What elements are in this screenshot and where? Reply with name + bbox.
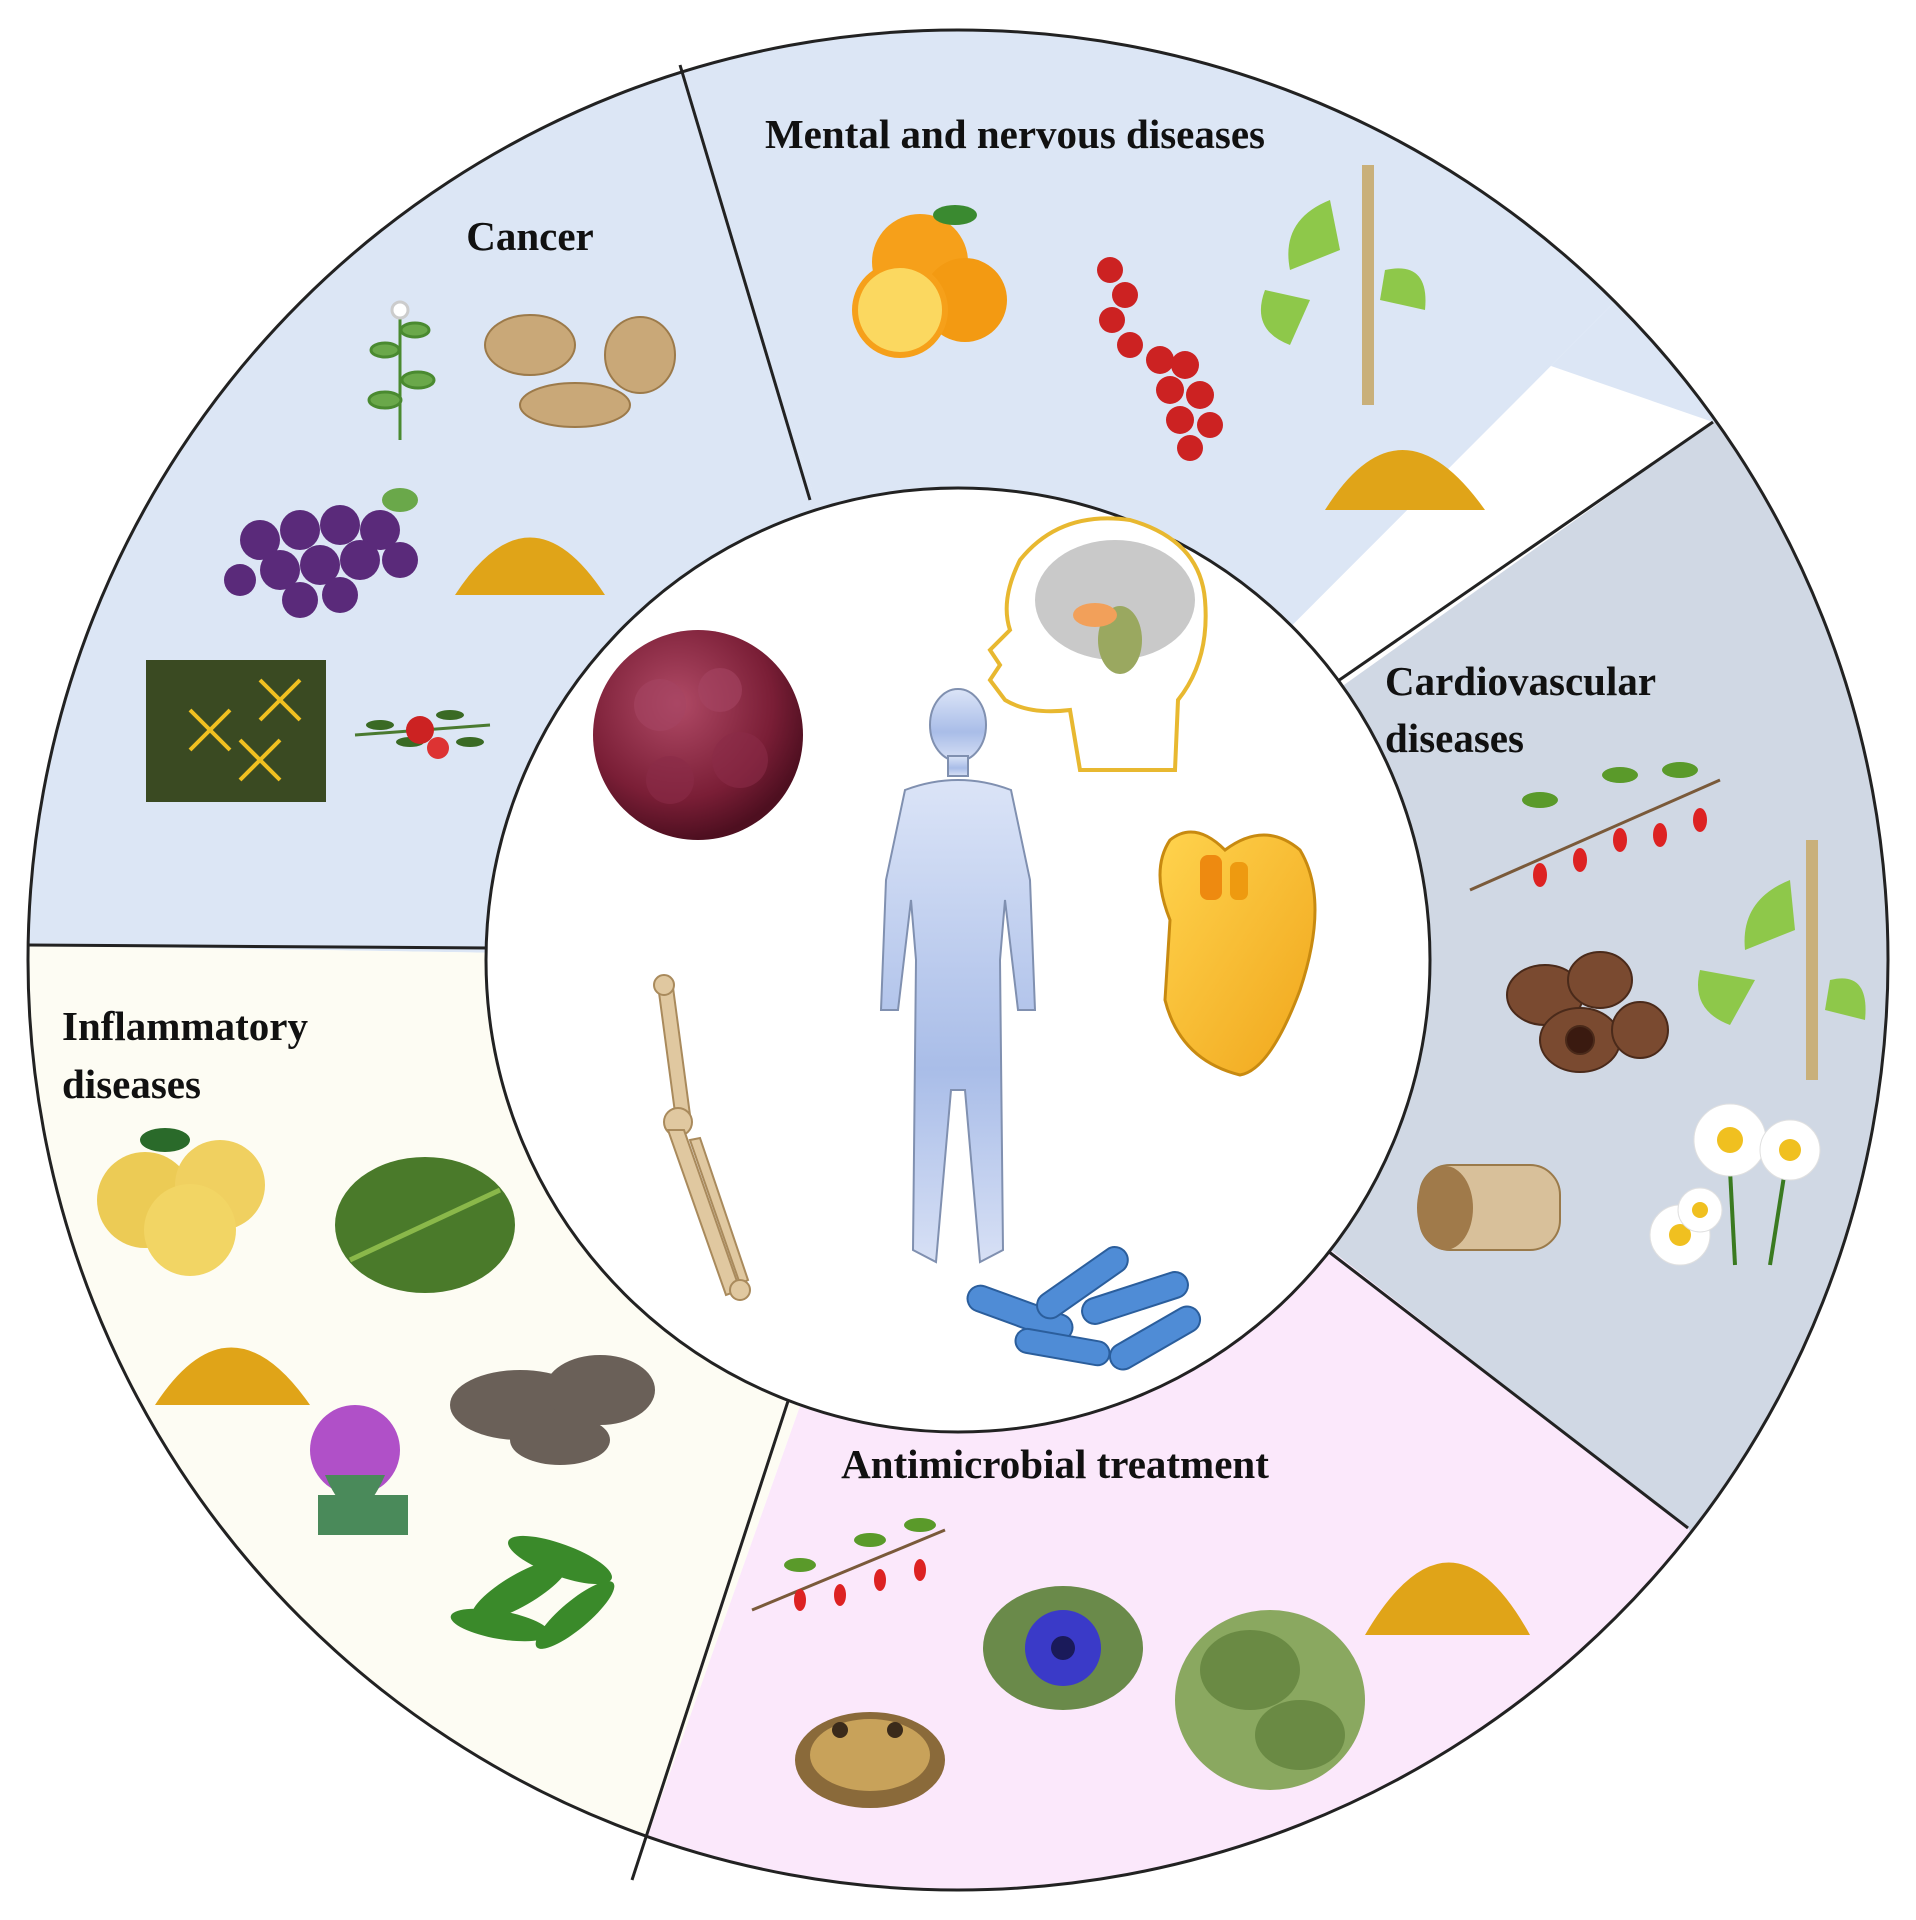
label-cardiovascular-line2: diseases [1385,715,1524,761]
cancer-images [146,300,676,802]
goji-berry-branch-icon [751,1518,946,1612]
turmeric-powder-icon [1365,1562,1530,1635]
heart-icon [1158,830,1317,1077]
yellow-flower-photo-icon [146,660,326,802]
milk-thistle-icon [310,1405,408,1535]
horned-frog-icon [795,1712,945,1808]
schisandra-berries-icon [1097,257,1223,461]
ginkgo-branch-icon [1260,165,1426,405]
dried-root-slices-icon [484,314,676,428]
label-inflammatory-line1: Inflammatory [62,1003,308,1049]
daisy-flowers-icon [1649,1103,1821,1266]
turmeric-powder-icon [1325,450,1485,510]
nigella-flower-icon [983,1586,1143,1710]
inflammatory-images [97,1128,655,1649]
outer-ring [26,28,1890,1892]
cinnamon-bark-icon [1506,951,1669,1073]
bacteria-icon [966,1246,1202,1371]
green-leaves-icon [450,1535,615,1649]
label-cardiovascular-line1: Cardiovascular [1385,658,1656,704]
grapes-icon [224,488,418,618]
bark-roll-icon [1417,1164,1561,1251]
leg-bone-icon [653,974,751,1301]
label-antimicrobial: Antimicrobial treatment [841,1441,1269,1487]
label-cancer: Cancer [466,213,594,259]
herb-leaves-photo-icon [335,1157,515,1293]
turmeric-powder-icon [455,537,605,595]
label-inflammatory-line2: diseases [62,1061,201,1107]
segment-cardiovascular [958,405,1888,1890]
antimicrobial-images [751,1518,1530,1808]
herb-plant-icon [367,300,436,440]
ginkgo-branch-icon [1698,840,1866,1080]
human-body-icon [879,688,1037,1264]
mental-images [852,165,1485,510]
turmeric-powder-icon [155,1347,310,1405]
cardio-images [1417,762,1866,1266]
dried-root-pieces-icon [450,1355,655,1465]
tumor-cell-icon [593,630,803,840]
label-mental-nervous: Mental and nervous diseases [765,111,1265,157]
pomelo-fruit-icon [97,1128,265,1276]
segment-dividers [27,64,1714,1881]
brain-head-icon [987,516,1208,772]
orange-fruit-icon [852,205,1007,358]
thyme-herb-icon [1175,1610,1365,1790]
goji-berry-branch-icon [1469,762,1721,892]
yew-berry-branch-icon [354,710,491,759]
